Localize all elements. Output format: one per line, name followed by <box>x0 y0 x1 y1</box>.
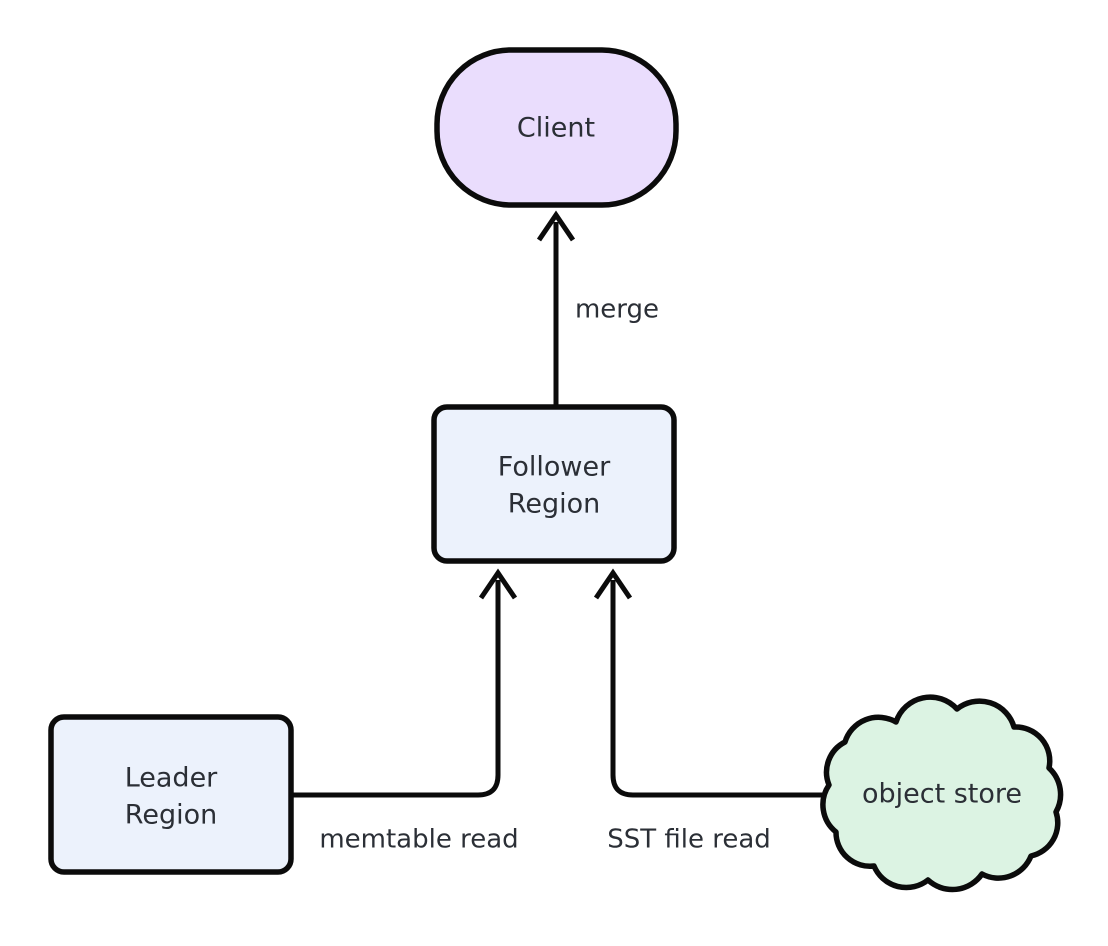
arrowhead-merge-icon <box>536 210 576 242</box>
node-leader-region-label-line2: Region <box>125 800 217 831</box>
node-client[interactable]: Client <box>434 47 679 208</box>
arrowhead-memtable-read-icon <box>478 568 518 600</box>
node-client-label: Client <box>517 113 595 144</box>
node-follower-region-shape <box>431 404 677 564</box>
node-follower-region-label-line2: Region <box>508 489 600 520</box>
edge-objectstore-to-follower[interactable]: SST file read <box>593 568 822 855</box>
node-follower-region-label-line1: Follower <box>498 452 611 483</box>
edge-label-memtable-read: memtable read <box>319 825 518 855</box>
edge-label-merge: merge <box>575 295 659 325</box>
edge-line-sst-file-read <box>610 580 822 798</box>
node-object-store[interactable]: object store <box>820 694 1064 893</box>
arrowhead-sst-file-read-icon <box>593 568 633 600</box>
edge-leader-to-follower[interactable]: memtable read <box>291 568 519 855</box>
node-object-store-cloud-shape <box>820 694 1064 893</box>
edge-line-memtable-read <box>291 580 501 798</box>
edge-label-sst-file-read: SST file read <box>607 825 771 855</box>
edge-follower-to-client[interactable]: merge <box>536 210 659 405</box>
node-leader-region-shape <box>48 714 294 875</box>
node-leader-region[interactable]: Leader Region <box>48 714 294 875</box>
node-object-store-label: object store <box>862 779 1022 810</box>
node-client-shape <box>434 47 679 208</box>
node-follower-region[interactable]: Follower Region <box>431 404 677 564</box>
node-leader-region-label-line1: Leader <box>125 763 218 794</box>
